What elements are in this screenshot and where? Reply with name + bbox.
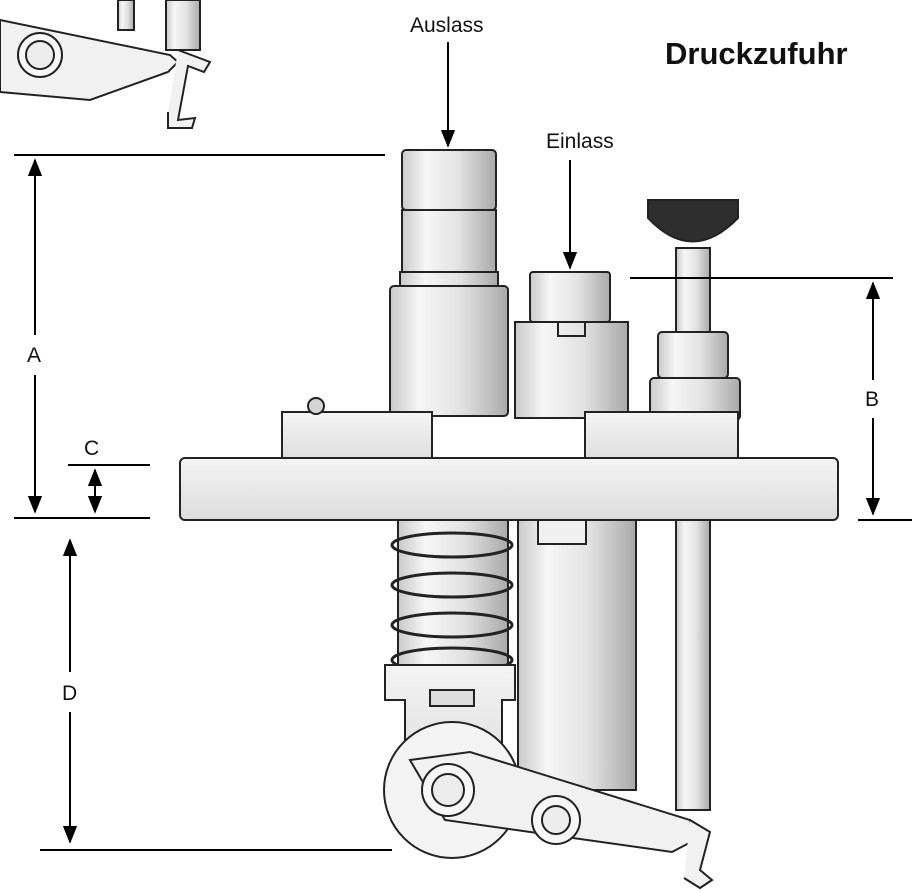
dimension-lines <box>14 154 912 851</box>
pump-assembly <box>179 149 839 890</box>
upper-left-arm-detail <box>0 0 212 129</box>
inlet-label: Einlass <box>546 130 614 153</box>
dimension-d-label: D <box>62 682 77 705</box>
outlet-label: Auslass <box>410 14 484 37</box>
dimension-c-label: C <box>84 437 99 460</box>
dimension-a-label: A <box>27 344 41 367</box>
diagram-title: Druckzufuhr <box>665 36 848 71</box>
dimension-b-label: B <box>865 388 879 411</box>
